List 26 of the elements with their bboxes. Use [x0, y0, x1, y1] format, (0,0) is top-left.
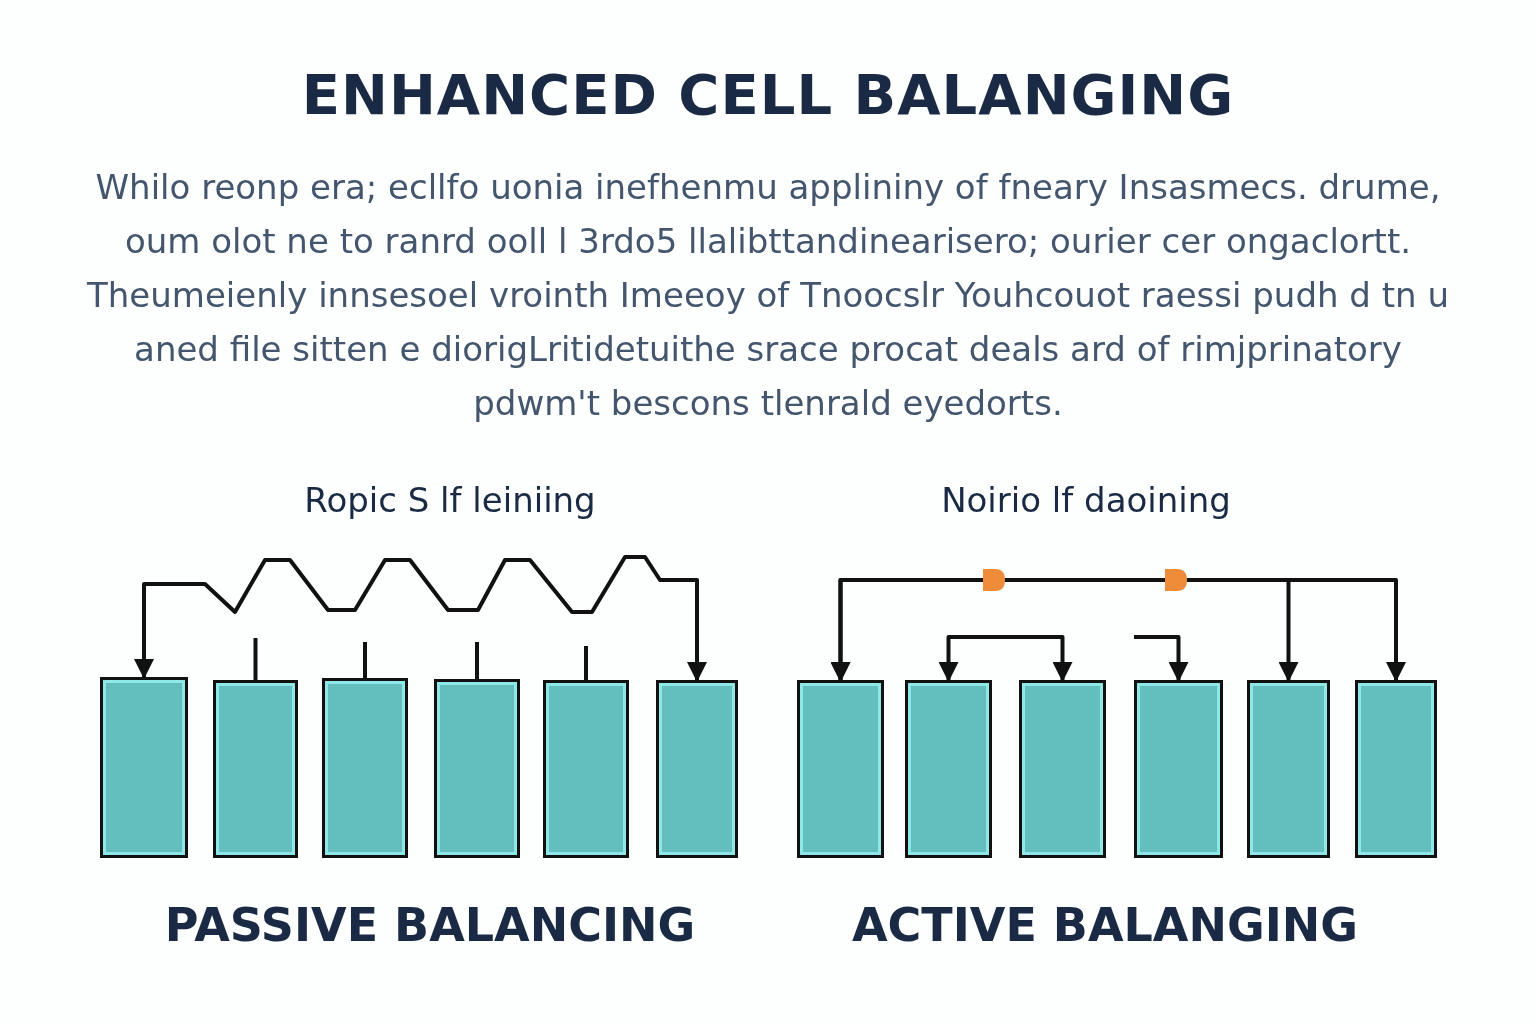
battery-cell	[100, 677, 188, 858]
battery-cell	[1134, 680, 1223, 858]
battery-cell	[543, 680, 629, 858]
connector-line	[363, 640, 367, 678]
battery-cell	[213, 680, 298, 858]
connector-line	[584, 644, 588, 680]
title: ENHANCED CELL BALANGING	[300, 62, 1236, 127]
battery-cell	[1019, 680, 1106, 858]
connector-line	[253, 636, 258, 680]
section-heading: PASSIVE BALANCING	[163, 898, 697, 952]
bus-arrow	[830, 578, 1299, 682]
section-subtitle: Noirio lf daoining	[940, 480, 1232, 520]
battery-cell	[1247, 680, 1330, 858]
section-subtitle: Ropic S lf leiniing	[303, 480, 597, 520]
arrow	[938, 635, 1073, 682]
battery-cell	[1355, 680, 1437, 858]
description-paragraph: Whilo reonp era; ecllfo uonia inefhenmu applininy of fneary Insasmecs. drume, oum olot ne to ranrd ooll l 3rdo5 llalibttandinearisero; ourier cer ongaclortt. Theumeienly innsesoel vrointh Imeeoy of Tnoocslr Youhcouot raessi pudh d tn u aned file sitten e diorigLritidetuithe srace procat deals ard of rimjprinatory pdwm't bescons tlenrald eyedorts.	[86, 166, 1450, 425]
resistor-connector	[134, 555, 707, 682]
battery-cell	[322, 678, 408, 858]
section-heading: ACTIVE BALANGING	[850, 898, 1360, 952]
battery-cell	[797, 680, 884, 858]
arrow	[1134, 635, 1189, 682]
battery-cell	[905, 680, 992, 858]
battery-cell	[434, 679, 520, 858]
connector-line	[475, 640, 479, 679]
battery-cell	[656, 680, 738, 858]
